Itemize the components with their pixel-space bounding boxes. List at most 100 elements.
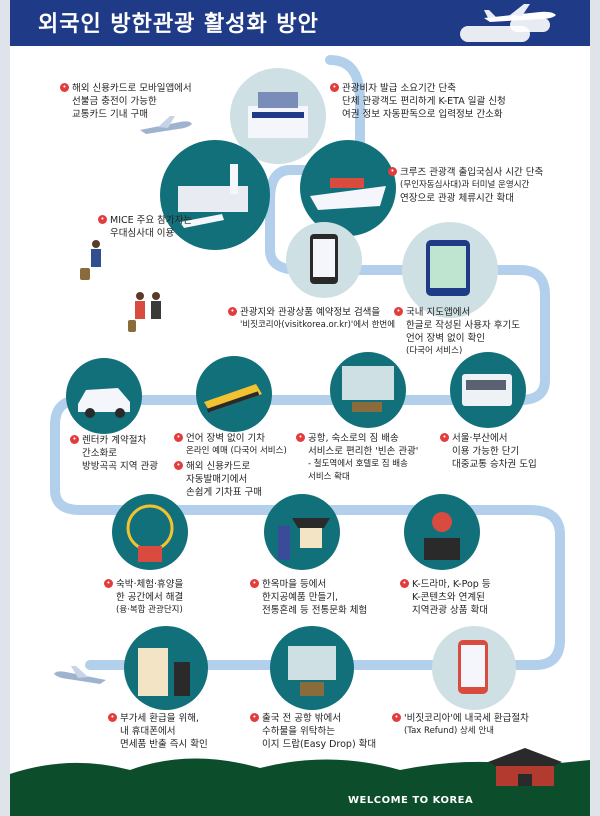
item-line: 온라인 예매 (다국어 서비스) xyxy=(186,446,287,456)
page-frame-right xyxy=(590,0,600,816)
airport-illustration xyxy=(160,140,270,250)
bullet-icon: • xyxy=(250,713,259,722)
map-app-illustration xyxy=(402,222,498,318)
title-banner xyxy=(10,0,590,46)
item-line: 부가세 환급을 위해, xyxy=(120,713,199,724)
item-line: '비짓코리아'에 내국세 환급절차 xyxy=(404,713,529,724)
palace-gate-icon xyxy=(488,748,562,786)
item-line: 서비스로 편리한 '빈손 관광' xyxy=(308,446,419,457)
bullet-icon: • xyxy=(394,307,403,316)
item-line: 언어 장벽 없이 확인 xyxy=(406,333,485,344)
item-line: 방방곡곡 지역 관광 xyxy=(82,461,158,472)
item-line: K-드라마, K-Pop 등 xyxy=(412,579,491,590)
bullet-icon: • xyxy=(98,215,107,224)
hanok-village-illustration xyxy=(264,494,340,570)
item-line: 자동발매기에서 xyxy=(186,474,248,485)
item-line: 단체 관광객도 편리하게 K-ETA 일괄 신청 xyxy=(342,96,506,107)
item-easydrop: • 출국 전 공항 밖에서 수하물을 위탁하는 이지 드랍(Easy Drop)… xyxy=(250,712,377,751)
item-line: 여권 정보 자동판독으로 입력정보 간소화 xyxy=(342,109,503,120)
item-line: 서비스 확대 xyxy=(308,472,350,482)
item-line: 면세품 반출 즉시 확인 xyxy=(120,739,208,750)
item-line: 수하물을 위탁하는 xyxy=(262,726,335,737)
item-train-card: • 해외 신용카드로 자동발매기에서 손쉽게 기차표 구매 xyxy=(174,460,262,499)
item-line: 한글로 작성된 사용자 후기도 xyxy=(406,320,520,331)
item-cruise: • 크루즈 관광객 출입국심사 시간 단축 (무인자동심사대)과 터미널 운영시… xyxy=(388,166,544,205)
item-line: 이지 드랍(Easy Drop) 확대 xyxy=(262,739,377,750)
bullet-icon: • xyxy=(70,435,79,444)
item-transit-card: • 해외 신용카드로 모바일앱에서 선불금 충전이 가능한 교통카드 기내 구매 xyxy=(60,82,192,121)
bullet-icon: • xyxy=(60,83,69,92)
item-line: 렌터카 계약절차 xyxy=(82,435,147,446)
item-line: 서울·부산에서 xyxy=(452,433,508,444)
item-line: (무인자동심사대)과 터미널 운영시간 xyxy=(400,180,530,190)
item-train: • 언어 장벽 없이 기차 온라인 예매 (다국어 서비스) xyxy=(174,432,287,458)
item-note: (융·복합 관광단지) xyxy=(116,605,183,615)
bullet-icon: • xyxy=(104,579,113,588)
item-hanok: • 한옥마을 등에서 한지공예품 만들기, 전통혼례 등 전통문화 체험 xyxy=(250,578,368,617)
item-map-app: • 국내 지도앱에서 한글로 작성된 사용자 후기도 언어 장벽 없이 확인 (… xyxy=(394,306,520,358)
welcome-text: WELCOME TO KOREA xyxy=(348,795,474,806)
tax-refund-phone-illustration xyxy=(432,626,516,710)
travelers-icon xyxy=(128,292,161,332)
item-line: K-콘텐츠와 연계된 xyxy=(412,592,485,603)
item-line: 지역관광 상품 확대 xyxy=(412,605,488,616)
footer-band xyxy=(10,782,590,816)
item-line: 대중교통 승차권 도입 xyxy=(452,459,537,470)
item-line: 연장으로 관광 체류시간 확대 xyxy=(400,193,514,204)
rental-car-illustration xyxy=(66,358,142,434)
item-line: 해외 신용카드로 xyxy=(186,461,251,472)
item-line: 한 공간에서 해결 xyxy=(116,592,184,603)
item-line: 우대심사대 이용 xyxy=(110,228,175,239)
item-line: 한지공예품 만들기, xyxy=(262,592,338,603)
item-line: 한옥마을 등에서 xyxy=(262,579,327,590)
ferris-wheel-illustration xyxy=(112,494,188,570)
item-line: 공항, 숙소로의 짐 배송 xyxy=(308,433,399,444)
airplane-icon xyxy=(140,116,192,134)
bullet-icon: • xyxy=(440,433,449,442)
item-visitkorea: • 관광지와 관광상품 예약정보 검색을 '비짓코리아(visitkorea.o… xyxy=(228,306,396,332)
travelers-icon xyxy=(80,240,101,280)
item-luggage: • 공항, 숙소로의 짐 배송 서비스로 편리한 '빈손 관광' - 철도역에서… xyxy=(296,432,419,484)
item-line: MICE 주요 참가자는 xyxy=(110,215,193,226)
bullet-icon: • xyxy=(108,713,117,722)
item-line: 교통카드 기내 구매 xyxy=(72,109,148,120)
item-line: 선불금 충전이 가능한 xyxy=(72,96,157,107)
bullet-icon: • xyxy=(392,713,401,722)
bullet-icon: • xyxy=(296,433,305,442)
terminal-building-illustration xyxy=(230,68,326,164)
item-mice: • MICE 주요 참가자는 우대심사대 이용 xyxy=(98,214,193,240)
item-taxrefund: • '비짓코리아'에 내국세 환급절차 (Tax Refund) 상세 안내 xyxy=(392,712,529,738)
mobile-booking-illustration xyxy=(286,222,362,298)
item-line: '비짓코리아(visitkorea.or.kr)'에서 한번에 xyxy=(240,320,396,330)
luggage-hall-illustration xyxy=(330,352,406,428)
item-kculture: • K-드라마, K-Pop 등 K-콘텐츠와 연계된 지역관광 상품 확대 xyxy=(400,578,491,617)
cloud-decoration xyxy=(510,18,550,32)
item-rental: • 렌터카 계약절차 간소화로 방방곡곡 지역 관광 xyxy=(70,434,158,473)
shopping-illustration xyxy=(124,626,208,710)
item-line: 전통혼례 등 전통문화 체험 xyxy=(262,605,368,616)
item-line: 간소화로 xyxy=(82,448,117,459)
airplane-icon xyxy=(54,666,106,684)
train-illustration xyxy=(196,356,272,432)
item-line: 손쉽게 기차표 구매 xyxy=(186,487,262,498)
item-lodging: • 숙박·체험·휴양을 한 공간에서 해결 (융·복합 관광단지) xyxy=(104,578,184,617)
item-line: 국내 지도앱에서 xyxy=(406,307,471,318)
item-line: 언어 장벽 없이 기차 xyxy=(186,433,265,444)
item-line: 크루즈 관광객 출입국심사 시간 단축 xyxy=(400,167,544,178)
bullet-icon: • xyxy=(250,579,259,588)
item-note: (다국어 서비스) xyxy=(406,346,463,356)
cruise-ship-illustration xyxy=(300,140,396,236)
item-line: 출국 전 공항 밖에서 xyxy=(262,713,341,724)
page-frame-left xyxy=(0,0,10,816)
item-line: 내 휴대폰에서 xyxy=(120,726,176,737)
item-visa: • 관광비자 발급 소요기간 단축 단체 관광객도 편리하게 K-ETA 일괄 … xyxy=(330,82,506,121)
bus-illustration xyxy=(450,352,526,428)
item-vat: • 부가세 환급을 위해, 내 휴대폰에서 면세품 반출 즉시 확인 xyxy=(108,712,208,751)
item-line: 해외 신용카드로 모바일앱에서 xyxy=(72,83,192,94)
item-line: (Tax Refund) 상세 안내 xyxy=(404,726,494,736)
easy-drop-illustration xyxy=(270,626,354,710)
item-line: 이용 가능한 단기 xyxy=(452,446,520,457)
item-pass: • 서울·부산에서 이용 가능한 단기 대중교통 승차권 도입 xyxy=(440,432,537,471)
bullet-icon: • xyxy=(400,579,409,588)
bullet-icon: • xyxy=(228,307,237,316)
